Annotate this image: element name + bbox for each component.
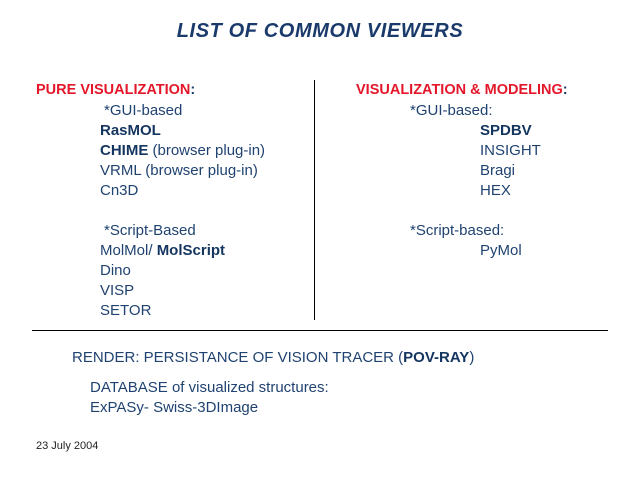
list-item-chime-name: CHIME bbox=[100, 142, 149, 159]
list-item-insight: INSIGHT bbox=[480, 142, 541, 159]
database-value: ExPASy- Swiss-3DImage bbox=[90, 399, 259, 416]
page-title: LIST OF COMMON VIEWERS bbox=[176, 20, 464, 42]
column-divider bbox=[314, 80, 315, 320]
list-item-rasmol: RasMOL bbox=[100, 122, 161, 139]
list-item-vrml: VRML (browser plug-in) bbox=[100, 162, 258, 179]
right-column-spacer bbox=[330, 201, 616, 221]
list-item-spdbv: SPDBV bbox=[480, 122, 532, 139]
right-group2-label: *Script-based: bbox=[410, 222, 505, 239]
right-column-header-label: VISUALIZATION & MODELING bbox=[356, 82, 563, 98]
list-item-molscript-name: MolScript bbox=[156, 242, 226, 259]
right-column-header-colon: : bbox=[562, 82, 568, 98]
list-item-molmol-molscript: MolMol/ MolScript bbox=[36, 241, 308, 261]
date-stamp: 23 July 2004 bbox=[36, 440, 99, 452]
list-item-hex: HEX bbox=[480, 182, 511, 199]
list-item-bragi: Bragi bbox=[480, 162, 516, 179]
list-item-pymol: PyMol bbox=[480, 242, 522, 259]
footer-section: RENDER: PERSISTANCE OF VISION TRACER (PO… bbox=[36, 348, 616, 418]
list-item-molmol-name: MolMol/ bbox=[100, 242, 157, 259]
right-column-header: VISUALIZATION & MODELING: bbox=[330, 80, 616, 101]
left-group1-label: *GUI-based bbox=[104, 102, 183, 119]
render-line-prefix: RENDER: PERSISTANCE OF VISION TRACER ( bbox=[72, 349, 404, 366]
list-item-visp: VISP bbox=[100, 282, 135, 299]
left-column-spacer bbox=[36, 201, 308, 221]
list-item-chime-note: (browser plug-in) bbox=[148, 142, 266, 159]
section-divider bbox=[32, 330, 608, 331]
render-line-povray: POV-RAY bbox=[403, 349, 470, 366]
render-line-suffix: ) bbox=[469, 349, 475, 366]
pure-visualization-column: PURE VISUALIZATION: *GUI-based RasMOL CH… bbox=[36, 80, 308, 321]
left-column-header-label: PURE VISUALIZATION bbox=[36, 82, 191, 98]
render-line: RENDER: PERSISTANCE OF VISION TRACER (PO… bbox=[36, 348, 616, 368]
left-group2-label: *Script-Based bbox=[104, 222, 196, 239]
list-item-cn3d: Cn3D bbox=[100, 182, 139, 199]
list-item-dino: Dino bbox=[100, 262, 131, 279]
left-column-header-colon: : bbox=[190, 82, 196, 98]
list-item-chime: CHIME (browser plug-in) bbox=[36, 141, 308, 161]
list-item-setor: SETOR bbox=[100, 302, 152, 319]
database-label: DATABASE of visualized structures: bbox=[90, 379, 329, 396]
left-column-header: PURE VISUALIZATION: bbox=[36, 80, 308, 101]
visualization-modeling-column: VISUALIZATION & MODELING: *GUI-based: SP… bbox=[330, 80, 616, 261]
footer-spacer bbox=[36, 368, 616, 378]
right-group1-label: *GUI-based: bbox=[410, 102, 493, 119]
